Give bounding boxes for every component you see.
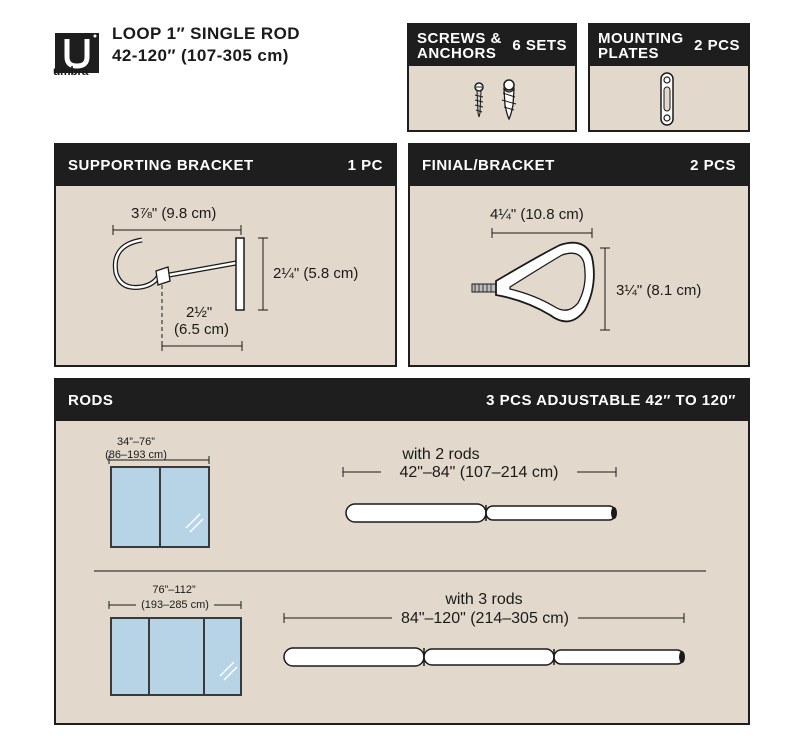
bracket-title: SUPPORTING BRACKET <box>68 157 254 174</box>
finial-bracket-header: FINIAL/BRACKET 2 PCS <box>410 145 748 186</box>
two-rods-range: 42"–84" (107–214 cm) <box>399 464 558 481</box>
bracket-qty: 1 PC <box>347 157 383 174</box>
rods-diagram: 34”–76” (86–193 cm) with 2 rods 42"–84" … <box>94 436 706 696</box>
window3-dim-line1: 76”–112” <box>152 584 196 596</box>
two-rod-assembly-icon <box>345 503 617 523</box>
screws-anchors-panel: SCREWS & ANCHORS 6 SETS <box>407 23 577 132</box>
finial-title: FINIAL/BRACKET <box>422 157 555 174</box>
three-rods-label: with 3 rods <box>444 591 522 608</box>
bracket-width-dim: 3⅞" (9.8 cm) <box>131 205 216 222</box>
finial-diagram: 4¼" (10.8 cm) 3¼" (8.1 cm) <box>471 206 701 331</box>
window3-dim-line2: (193–285 cm) <box>141 599 209 611</box>
brand-name: umbra <box>53 64 89 78</box>
supporting-bracket-panel: SUPPORTING BRACKET 1 PC 3⅞" (9.8 cm) 2¼"… <box>54 143 397 367</box>
screws-title-line2: ANCHORS <box>417 44 497 62</box>
finial-qty: 2 PCS <box>690 157 736 174</box>
bracket-height-dim: 2¼" (5.8 cm) <box>273 265 358 282</box>
product-size: 42-120″ (107-305 cm) <box>112 46 289 65</box>
product-title: LOOP 1″ SINGLE ROD <box>112 24 300 43</box>
finial-bracket-panel: FINIAL/BRACKET 2 PCS 4¼" (10.8 cm) 3¼" (… <box>408 143 750 367</box>
two-rods-label: with 2 rods <box>401 446 479 463</box>
umbra-logo-icon <box>55 33 99 73</box>
rods-title: RODS <box>68 392 114 409</box>
rods-qty: 3 PCS ADJUSTABLE 42″ TO 120″ <box>486 392 736 409</box>
screws-anchors-header: SCREWS & ANCHORS 6 SETS <box>409 25 575 66</box>
bracket-depth-dim-line2: (6.5 cm) <box>174 321 229 338</box>
screw-anchor-icon <box>474 79 517 121</box>
plates-title-line2: PLATES <box>598 44 660 62</box>
mounting-plates-panel: MOUNTING PLATES 2 PCS <box>588 23 750 132</box>
three-rod-assembly-icon <box>283 647 685 667</box>
finial-height-dim: 3¼" (8.1 cm) <box>616 282 701 299</box>
window2-dim-line2: (86–193 cm) <box>105 449 167 461</box>
bracket-depth-dim-line1: 2½" <box>186 304 212 321</box>
window-3-panel-icon <box>110 617 242 696</box>
mounting-plates-header: MOUNTING PLATES 2 PCS <box>590 25 748 66</box>
window2-dim-line1: 34”–76” <box>117 436 155 448</box>
screws-title-line1: SCREWS & <box>417 29 502 47</box>
plates-qty: 2 PCS <box>694 37 740 54</box>
screws-qty: 6 SETS <box>512 37 567 54</box>
supporting-bracket-header: SUPPORTING BRACKET 1 PC <box>56 145 395 186</box>
finial-width-dim: 4¼" (10.8 cm) <box>490 206 584 223</box>
three-rods-range: 84"–120" (214–305 cm) <box>401 610 569 627</box>
mounting-plate-icon <box>660 72 674 126</box>
window-2-panel-icon <box>110 466 210 548</box>
rods-header: RODS 3 PCS ADJUSTABLE 42″ TO 120″ <box>56 380 748 421</box>
rods-panel: RODS 3 PCS ADJUSTABLE 42″ TO 120″ 34”–76… <box>54 378 750 725</box>
plates-title-line1: MOUNTING <box>598 29 684 47</box>
bracket-diagram: 3⅞" (9.8 cm) 2¼" (5.8 cm) 2½" (6.5 cm) <box>112 205 358 351</box>
